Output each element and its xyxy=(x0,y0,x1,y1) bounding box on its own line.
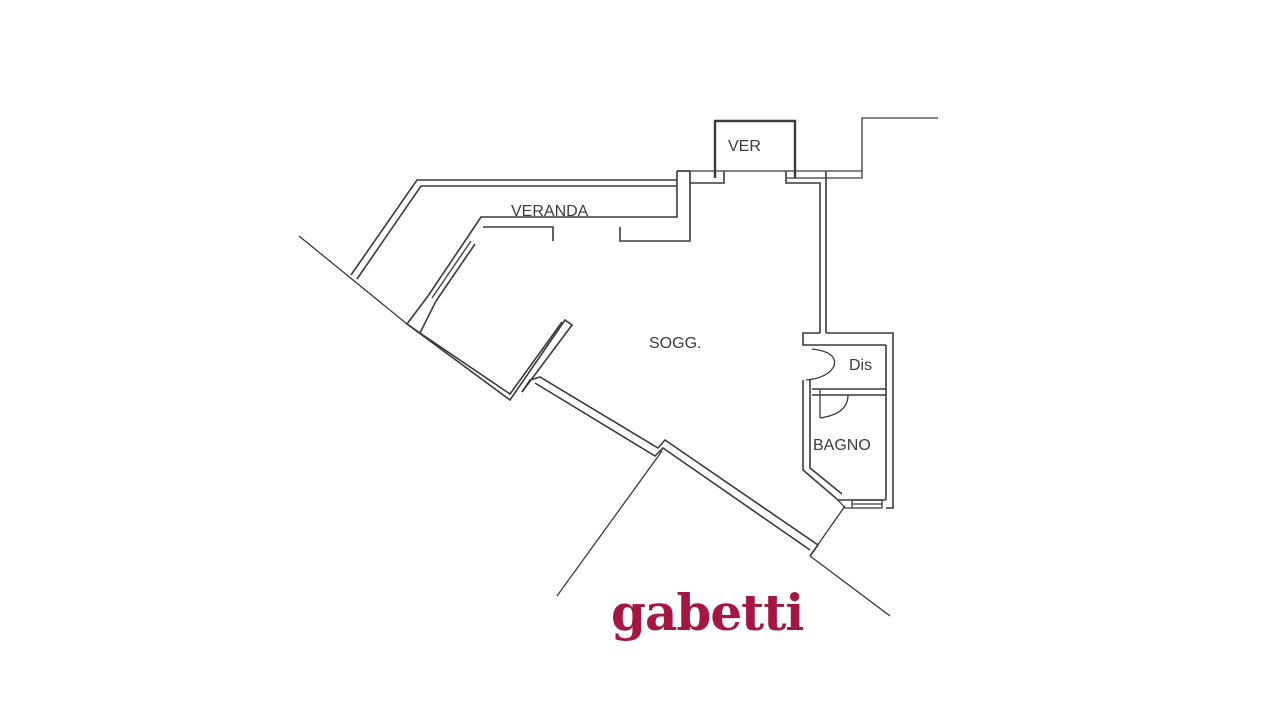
door-swing-bagno xyxy=(819,394,849,419)
property-boundary-bottom xyxy=(809,555,891,617)
exterior-boundary-top-right xyxy=(786,117,938,179)
veranda-walls xyxy=(350,170,691,280)
soggiorno-lower-walls xyxy=(406,318,846,557)
neighbor-boundary xyxy=(556,450,663,597)
room-label-veranda: VERANDA xyxy=(511,203,589,220)
room-label-dis: Dis xyxy=(849,357,872,374)
angled-window xyxy=(405,237,476,335)
soggiorno-right-wall xyxy=(690,171,827,333)
room-label-bagno: BAGNO xyxy=(813,437,871,454)
gabetti-logo: gabetti xyxy=(611,583,804,642)
door-swing-dis xyxy=(805,348,836,381)
bathroom-block xyxy=(802,332,894,509)
room-label-ver: VER xyxy=(728,138,761,155)
property-boundary-left xyxy=(298,235,408,325)
room-label-soggiorno: SOGG. xyxy=(649,335,701,352)
ver-balcony xyxy=(677,119,862,178)
